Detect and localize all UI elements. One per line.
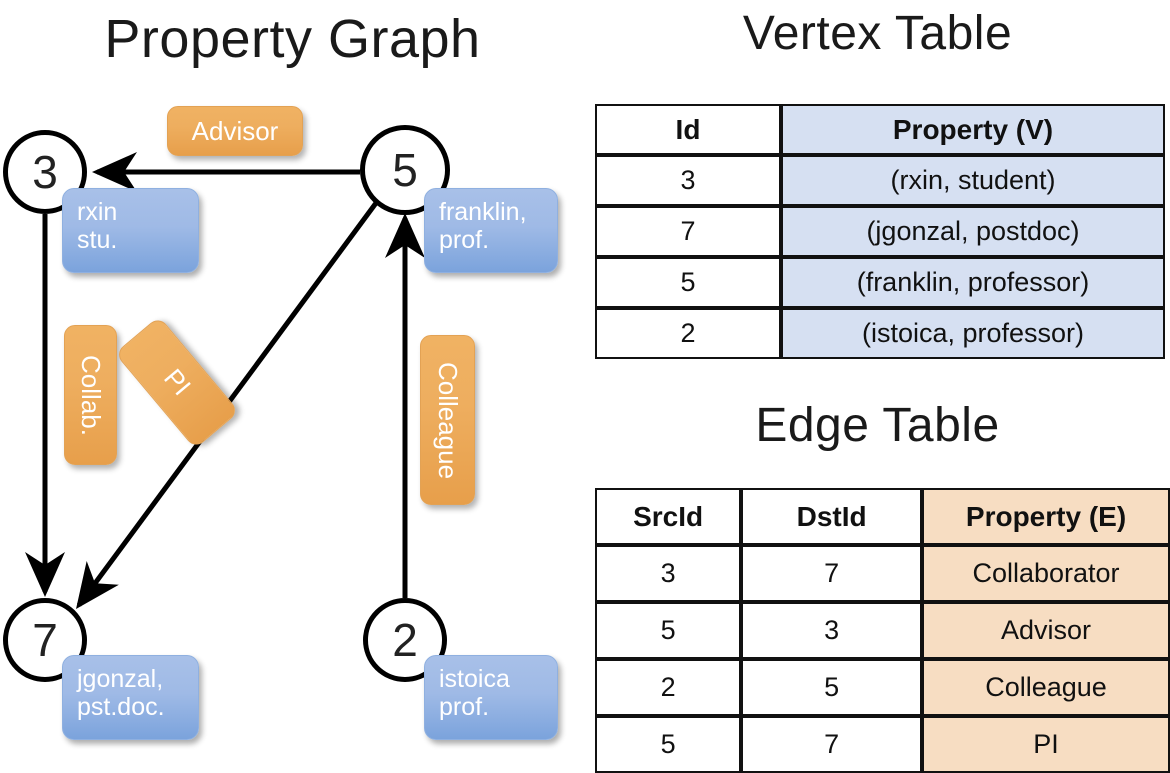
edge-table-title: Edge Table — [755, 399, 1000, 452]
edge-label-collab[interactable]: Collab. — [64, 325, 117, 465]
vertex-cell-property: (istoica, professor) — [781, 308, 1165, 359]
graph-node-2-label: 2 — [392, 614, 418, 666]
vertex-property-line-2: pst.doc. — [77, 693, 165, 721]
edge-cell-dstid: 3 — [741, 602, 923, 659]
table-row: 7 (jgonzal, postdoc) — [595, 206, 1165, 257]
graph-node-2[interactable]: 2 — [363, 598, 447, 682]
vertex-table-header-id: Id — [595, 104, 781, 155]
edge-cell-dstid: 5 — [741, 659, 923, 716]
vertex-property-box-jgonzal[interactable]: jgonzal, pst.doc. — [62, 655, 199, 740]
edge-cell-srcid: 3 — [595, 545, 742, 602]
property-graph-canvas: 3 5 7 2 rxin stu. franklin, prof. jgonza… — [0, 0, 585, 760]
vertex-property-box-istoica[interactable]: istoica prof. — [424, 655, 558, 740]
edge-cell-property: Advisor — [922, 602, 1170, 659]
edge-cell-dstid: 7 — [741, 545, 923, 602]
table-row: 3 (rxin, student) — [595, 155, 1165, 206]
table-row: 2 5 Colleague — [595, 659, 1170, 716]
graph-node-5-label: 5 — [392, 144, 418, 196]
property-graph-title: Property Graph — [104, 9, 481, 69]
table-row: 5 7 PI — [595, 716, 1170, 773]
table-row: 5 3 Advisor — [595, 602, 1170, 659]
edge-cell-srcid: 2 — [595, 659, 742, 716]
edge-table-header-srcid: SrcId — [595, 488, 742, 545]
edge-label-colleague[interactable]: Colleague — [420, 335, 475, 505]
edge-table-header-row: SrcId DstId Property (E) — [595, 488, 1170, 545]
edge-cell-srcid: 5 — [595, 602, 742, 659]
vertex-table-header-property: Property (V) — [781, 104, 1165, 155]
edge-cell-property: PI — [922, 716, 1170, 773]
edge-label-advisor-text: Advisor — [191, 115, 279, 146]
edge-cell-property: Collaborator — [922, 545, 1170, 602]
edge-table-header-dstid: DstId — [741, 488, 923, 545]
edge-label-pi-text: PI — [157, 363, 197, 402]
edge-label-collab-text: Collab. — [76, 354, 106, 436]
graph-node-7-label: 7 — [32, 614, 58, 666]
edge-cell-srcid: 5 — [595, 716, 742, 773]
vertex-cell-id: 7 — [595, 206, 781, 257]
vertex-cell-id: 5 — [595, 257, 781, 308]
graph-node-3-label: 3 — [32, 146, 58, 198]
vertex-table: Id Property (V) 3 (rxin, student) 7 (jgo… — [595, 104, 1165, 359]
vertex-property-line-1: istoica — [439, 665, 510, 693]
vertex-table-title: Vertex Table — [742, 7, 1013, 60]
table-row: 5 (franklin, professor) — [595, 257, 1165, 308]
edge-label-colleague-text: Colleague — [433, 361, 463, 479]
vertex-property-box-franklin[interactable]: franklin, prof. — [424, 188, 558, 273]
vertex-cell-property: (jgonzal, postdoc) — [781, 206, 1165, 257]
vertex-cell-property: (rxin, student) — [781, 155, 1165, 206]
edge-cell-dstid: 7 — [741, 716, 923, 773]
graph-node-5[interactable]: 5 — [360, 125, 450, 215]
vertex-cell-id: 2 — [595, 308, 781, 359]
table-row: 2 (istoica, professor) — [595, 308, 1165, 359]
vertex-property-box-rxin[interactable]: rxin stu. — [62, 188, 199, 273]
vertex-property-line-1: franklin, — [439, 198, 527, 226]
vertex-cell-id: 3 — [595, 155, 781, 206]
vertex-property-line-2: stu. — [77, 226, 118, 254]
edge-cell-property: Colleague — [922, 659, 1170, 716]
vertex-property-line-1: rxin — [77, 198, 118, 226]
vertex-table-header-row: Id Property (V) — [595, 104, 1165, 155]
edge-table-header-property: Property (E) — [922, 488, 1170, 545]
edge-label-advisor[interactable]: Advisor — [167, 106, 303, 156]
vertex-property-line-2: prof. — [439, 226, 490, 254]
table-row: 3 7 Collaborator — [595, 545, 1170, 602]
vertex-cell-property: (franklin, professor) — [781, 257, 1165, 308]
vertex-property-line-2: prof. — [439, 693, 490, 721]
vertex-property-line-1: jgonzal, — [77, 665, 164, 693]
edge-table: SrcId DstId Property (E) 3 7 Collaborato… — [595, 488, 1170, 773]
